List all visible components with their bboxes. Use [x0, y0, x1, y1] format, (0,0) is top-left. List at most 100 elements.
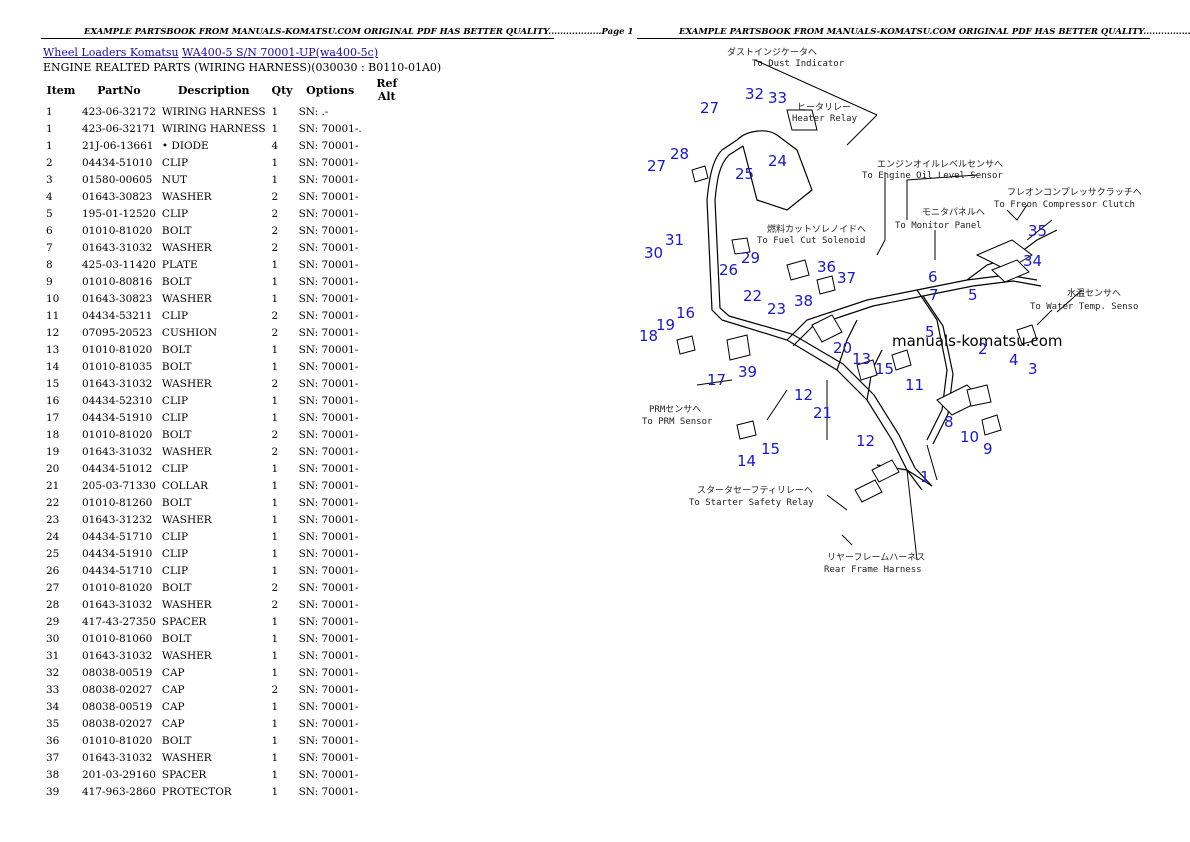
row-partno: 01010-81060	[82, 632, 153, 645]
row-qty: 2	[271, 326, 279, 339]
row-partno: 01643-31232	[82, 513, 153, 526]
row-refalt	[365, 290, 409, 307]
row-partno: 04434-51010	[82, 156, 153, 169]
callout-32: 32	[745, 85, 764, 103]
row-description: WASHER	[161, 598, 212, 611]
row-options: SN: 70001-	[298, 496, 359, 509]
row-description: WASHER	[161, 190, 212, 203]
row-description: WIRING HARNESS	[161, 122, 266, 135]
row-options: SN: 70001-	[298, 326, 359, 339]
label-starter-jp: スタータセーフティリレーへ	[697, 485, 813, 496]
callout-7: 7	[929, 286, 939, 304]
row-options: SN: 70001-	[298, 394, 359, 407]
row-refalt	[365, 188, 409, 205]
row-refalt	[365, 596, 409, 613]
row-partno: 01010-81020	[82, 343, 153, 356]
row-qty: 1	[271, 122, 279, 135]
label-starter-en: To Starter Safety Relay	[689, 498, 814, 508]
row-description: BOLT	[161, 360, 192, 373]
page2-header: EXAMPLE PARTSBOOK FROM MANUALS-KOMATSU.C…	[679, 27, 1190, 37]
row-options: SN: 70001-	[298, 734, 359, 747]
row-description: SPACER	[161, 768, 207, 781]
label-monitor-en: To Monitor Panel	[895, 221, 982, 231]
row-options: SN: 70001-	[298, 462, 359, 475]
row-item: 24	[46, 530, 60, 543]
breadcrumb-link-model[interactable]: WA400-5 S/N 70001-UP(wa400-5c)	[182, 46, 379, 59]
row-description: WASHER	[161, 377, 212, 390]
row-description: BOLT	[161, 581, 192, 594]
row-description: CLIP	[161, 156, 189, 169]
row-item: 33	[46, 683, 60, 696]
row-item: 23	[46, 513, 60, 526]
row-qty: 1	[271, 615, 279, 628]
label-rear-jp: リヤーフレームハーネス	[827, 552, 925, 563]
row-refalt	[365, 715, 409, 732]
row-refalt	[365, 766, 409, 783]
callout-27a: 27	[700, 99, 719, 117]
callout-20: 20	[833, 339, 852, 357]
row-item: 27	[46, 581, 60, 594]
row-refalt	[365, 307, 409, 324]
leader-lines	[696, 59, 1083, 546]
row-description: CLIP	[161, 207, 189, 220]
row-partno: 08038-02027	[82, 683, 153, 696]
row-description: CLIP	[161, 564, 189, 577]
callout-31: 31	[665, 231, 684, 249]
row-qty: 1	[271, 105, 279, 118]
callout-12b: 12	[856, 432, 875, 450]
row-item: 15	[46, 377, 60, 390]
row-item: 5	[46, 207, 53, 220]
row-description: BOLT	[161, 275, 192, 288]
col-header-refalt: Ref Alt	[376, 77, 398, 103]
row-item: 1	[46, 139, 53, 152]
callout-29: 29	[741, 249, 760, 267]
row-item: 28	[46, 598, 60, 611]
breadcrumb-link-category[interactable]: Wheel Loaders Komatsu	[43, 46, 179, 59]
row-options: SN: 70001-	[298, 530, 359, 543]
callout-12a: 12	[794, 386, 813, 404]
callout-14: 14	[737, 452, 756, 470]
row-item: 30	[46, 632, 60, 645]
label-oil-en: To Engine Oil Level Sensor	[862, 171, 1003, 181]
callout-10: 10	[960, 428, 979, 446]
row-options: SN: 70001-	[298, 377, 359, 390]
page2-header-rule	[637, 38, 1150, 39]
row-item: 35	[46, 717, 60, 730]
row-partno: 04434-51910	[82, 547, 153, 560]
row-options: SN: 70001-	[298, 360, 359, 373]
row-qty: 1	[271, 496, 279, 509]
label-freon-jp: フレオンコンプレッサクラッチへ	[1007, 187, 1142, 198]
callout-6: 6	[928, 268, 938, 286]
row-description: CLIP	[161, 411, 189, 424]
callout-35: 35	[1028, 222, 1047, 240]
row-partno: 01010-81020	[82, 428, 153, 441]
row-refalt	[365, 732, 409, 749]
row-qty: 1	[271, 360, 279, 373]
row-partno: 01010-81020	[82, 224, 153, 237]
row-options: SN: 70001-	[298, 615, 359, 628]
row-partno: 01010-81020	[82, 734, 153, 747]
row-refalt	[365, 324, 409, 341]
row-description: • DIODE	[161, 139, 209, 152]
row-qty: 1	[271, 411, 279, 424]
row-refalt	[365, 630, 409, 647]
callout-26: 26	[719, 261, 738, 279]
row-options: SN: 70001-	[298, 666, 359, 679]
callout-17: 17	[707, 371, 726, 389]
row-options: SN: 70001-	[298, 479, 359, 492]
callout-27b: 27	[647, 157, 666, 175]
row-refalt	[365, 579, 409, 596]
